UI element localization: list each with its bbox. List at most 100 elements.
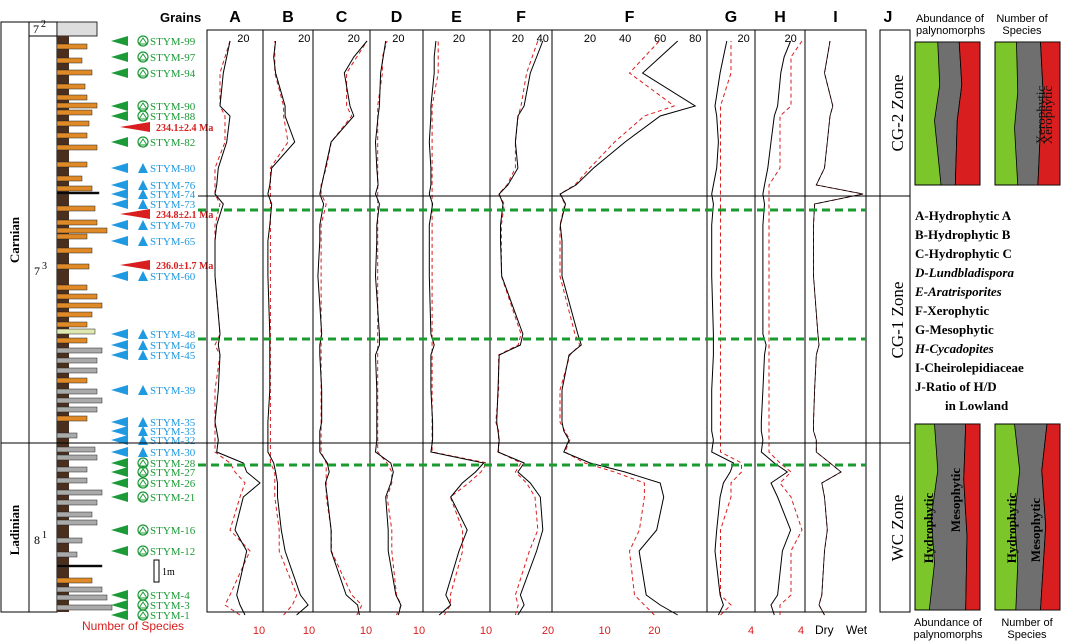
litho-bed bbox=[56, 161, 88, 168]
top-tick-label: 20 bbox=[453, 33, 465, 45]
litho-bed bbox=[56, 328, 96, 335]
sample-label: STYM-3 bbox=[150, 600, 190, 612]
sample-label: STYM-94 bbox=[150, 68, 196, 80]
j-bottom-abundance-2: palynomorphs bbox=[913, 629, 983, 641]
zone-label: CG-1 Zone bbox=[888, 282, 907, 359]
litho-bed bbox=[56, 466, 88, 473]
bottom-tick-label: 10 bbox=[303, 625, 315, 637]
panel-letter: A bbox=[229, 9, 241, 26]
panel-i-wet: Wet bbox=[846, 623, 868, 637]
litho-bed bbox=[56, 302, 103, 309]
bottom-tick-label: 10 bbox=[253, 625, 265, 637]
sample-label: STYM-16 bbox=[150, 525, 196, 537]
sample-label: STYM-45 bbox=[150, 350, 196, 362]
litho-bed bbox=[56, 57, 83, 64]
sample-label: STYM-74 bbox=[150, 189, 196, 201]
panel-letter: B bbox=[282, 9, 294, 26]
sample-label: STYM-1 bbox=[150, 610, 190, 622]
sample-label: STYM-65 bbox=[150, 236, 196, 248]
legend-item: F-Xerophytic bbox=[915, 303, 989, 318]
sample-label: STYM-76 bbox=[150, 180, 196, 192]
unit-label-carnian-sup: 3 bbox=[42, 261, 47, 272]
sample-triangle bbox=[138, 547, 148, 555]
litho-bed bbox=[56, 311, 93, 318]
age-label: 234.1±2.4 Ma bbox=[156, 123, 213, 134]
grains-line bbox=[559, 40, 697, 616]
sample-circle bbox=[137, 35, 149, 47]
sample-circle bbox=[137, 67, 149, 79]
litho-bed bbox=[56, 551, 78, 558]
litho-bed bbox=[56, 594, 108, 601]
litho-bed bbox=[56, 120, 90, 127]
sample-arrow bbox=[111, 189, 128, 199]
litho-bed bbox=[56, 321, 88, 328]
panel-letter: H bbox=[774, 9, 786, 26]
legend-item: D-Lundbladispora bbox=[914, 265, 1014, 280]
sample-triangle bbox=[138, 180, 148, 190]
grains-line bbox=[428, 40, 485, 616]
ratio-dashed-line bbox=[813, 40, 864, 616]
unit-label-ladinian: 8 bbox=[34, 533, 40, 547]
sample-circle bbox=[137, 466, 149, 478]
grains-line bbox=[267, 40, 309, 616]
top-tick-label: 20 bbox=[298, 33, 310, 45]
legend-item: J-Ratio of H/D bbox=[915, 379, 997, 394]
litho-bed bbox=[56, 43, 88, 50]
bottom-tick-label: 20 bbox=[542, 625, 554, 637]
j-bottom-abundance-1: Abundance of bbox=[914, 617, 983, 629]
litho-bed bbox=[56, 388, 98, 395]
litho-bed bbox=[56, 432, 78, 439]
sample-triangle bbox=[138, 468, 148, 476]
panel-frame bbox=[422, 29, 491, 613]
sample-arrow bbox=[111, 137, 128, 147]
top-tick-label: 20 bbox=[512, 33, 524, 45]
sample-arrow bbox=[111, 340, 128, 350]
sample-arrow bbox=[111, 458, 128, 468]
litho-bed bbox=[56, 357, 98, 364]
j-hydrophytic-label-right: Hydrophytic bbox=[1004, 493, 1019, 564]
legend-item: H-Cycadopites bbox=[914, 341, 994, 356]
litho-bed bbox=[56, 377, 88, 384]
litho-bed bbox=[56, 446, 96, 453]
legend-item: E-Aratrisporites bbox=[914, 284, 1002, 299]
sample-label: STYM-97 bbox=[150, 52, 196, 64]
j-bottom-abundance-xerophytic-area bbox=[963, 423, 981, 611]
litho-bed bbox=[56, 489, 103, 496]
j-abundance-title-1: Abundance of bbox=[916, 13, 985, 25]
unit-column-frame bbox=[28, 21, 58, 613]
sample-circle bbox=[137, 136, 149, 148]
litho-bed bbox=[56, 233, 88, 240]
unit-label-ladinian-sup: 1 bbox=[42, 530, 47, 541]
sample-arrow bbox=[111, 385, 128, 395]
panel-letter: G bbox=[725, 9, 737, 26]
sample-label: STYM-21 bbox=[150, 492, 195, 504]
top-tick-label: 80 bbox=[689, 33, 701, 45]
litho-bed bbox=[56, 499, 98, 506]
litho-bed bbox=[56, 454, 98, 461]
sample-triangle bbox=[138, 385, 148, 395]
sample-circle bbox=[137, 477, 149, 489]
litho-bed bbox=[56, 175, 83, 182]
legend: A-Hydrophytic AB-Hydrophytic BC-Hydrophy… bbox=[914, 208, 1024, 413]
bottom-tick-label: 4 bbox=[798, 625, 804, 637]
sample-arrow bbox=[111, 36, 128, 46]
sample-label: STYM-70 bbox=[150, 220, 196, 232]
sample-triangle bbox=[138, 53, 148, 61]
sample-label: STYM-46 bbox=[150, 340, 196, 352]
species-line bbox=[269, 41, 298, 616]
litho-bed bbox=[56, 132, 88, 139]
bottom-tick-label: 10 bbox=[413, 625, 425, 637]
sample-arrow bbox=[111, 199, 128, 209]
bottom-tick-label: 10 bbox=[480, 625, 492, 637]
j-mesophytic-label-left: Mesophytic bbox=[948, 468, 963, 533]
sample-arrow bbox=[111, 417, 128, 427]
litho-bed bbox=[56, 519, 98, 526]
legend-item: C-Hydrophytic C bbox=[915, 246, 1012, 261]
j-bottom-species-2: Species bbox=[1007, 629, 1047, 641]
j-mesophytic-label-right: Mesophytic bbox=[1028, 498, 1043, 563]
sample-circle bbox=[137, 491, 149, 503]
sample-markers: STYM-99STYM-97STYM-94STYM-90STYM-88STYM-… bbox=[111, 35, 213, 622]
sample-label: STYM-80 bbox=[150, 163, 196, 175]
j-species-title-2: Species bbox=[1002, 25, 1042, 37]
